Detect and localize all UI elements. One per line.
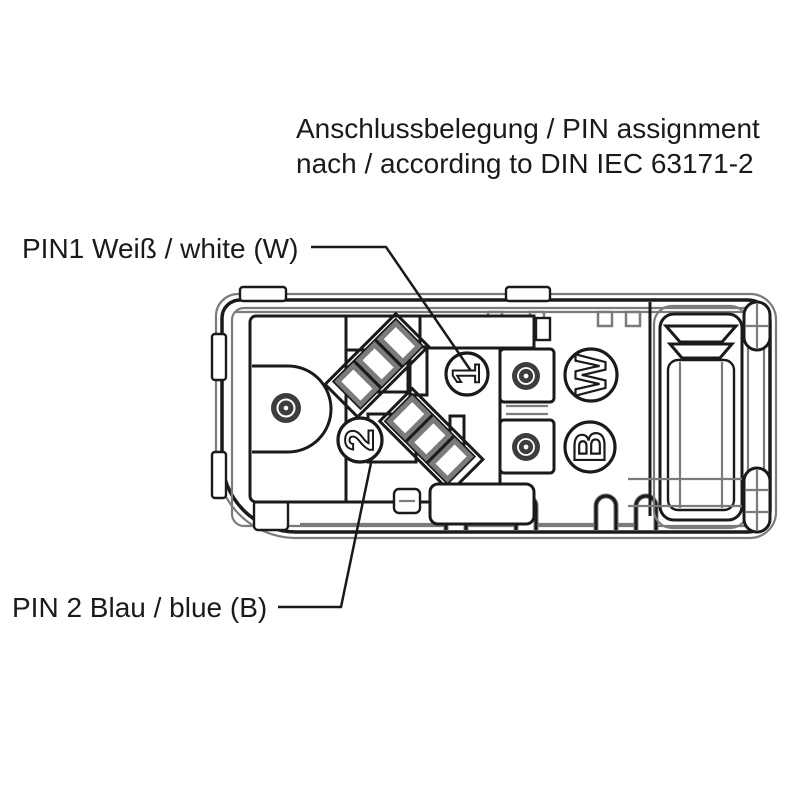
top-inner-nub — [534, 316, 552, 342]
left-tab-bottom — [210, 450, 228, 500]
blue-wire-circle — [563, 420, 617, 474]
socket-contact-2-icon — [512, 433, 540, 461]
bottom-center-tab — [428, 482, 536, 526]
blue-wire-glyph: B — [566, 431, 615, 463]
connector-drawing: 1 2 W B — [210, 285, 778, 540]
right-latch-bottom — [742, 466, 772, 534]
pin2-label: PIN 2 Blau / blue (B) — [12, 592, 267, 623]
diagram-title-line2: nach / according to DIN IEC 63171-2 — [296, 148, 754, 179]
pin1-label: PIN1 Weiß / white (W) — [22, 233, 298, 264]
gland-spring-1 — [662, 324, 740, 344]
top-inner-rect — [418, 314, 536, 350]
top-tab-mid — [504, 285, 552, 303]
top-tab-left — [238, 285, 288, 303]
gland-inner — [666, 358, 736, 512]
idc-clamp-2-icon — [377, 386, 486, 495]
left-tab-top — [210, 332, 228, 382]
bottom-tab-left — [252, 498, 290, 532]
gland-spring-2 — [666, 342, 736, 360]
pin1-leader-line — [311, 245, 473, 372]
rail-notch-4 — [624, 310, 642, 328]
pin2-circle — [336, 416, 384, 464]
pin1-circle — [444, 351, 490, 397]
right-latch-top — [742, 300, 772, 352]
pin2-marker: 2 — [336, 416, 384, 464]
pin2-marker-glyph: 2 — [338, 429, 382, 451]
pin2-leader-line — [278, 462, 373, 609]
diagram-title-line1: Anschlussbelegung / PIN assignment — [296, 113, 760, 144]
pin1-marker: 1 — [444, 351, 490, 397]
white-wire-glyph: W — [567, 354, 616, 396]
socket-contact-1-icon — [512, 362, 540, 390]
connector-outer-gray-outline — [214, 292, 778, 540]
idc-clamp-1-icon — [322, 311, 431, 420]
pin1-marker-glyph: 1 — [446, 363, 488, 384]
connector-inner-gray-outline — [230, 306, 766, 528]
screw-contact-icon — [271, 393, 301, 423]
blue-wire-marker: B — [563, 420, 617, 474]
rail-notch-3 — [596, 310, 614, 328]
gland-gray-outline — [652, 304, 750, 530]
white-wire-circle — [563, 347, 619, 403]
white-wire-marker: W — [563, 347, 619, 403]
